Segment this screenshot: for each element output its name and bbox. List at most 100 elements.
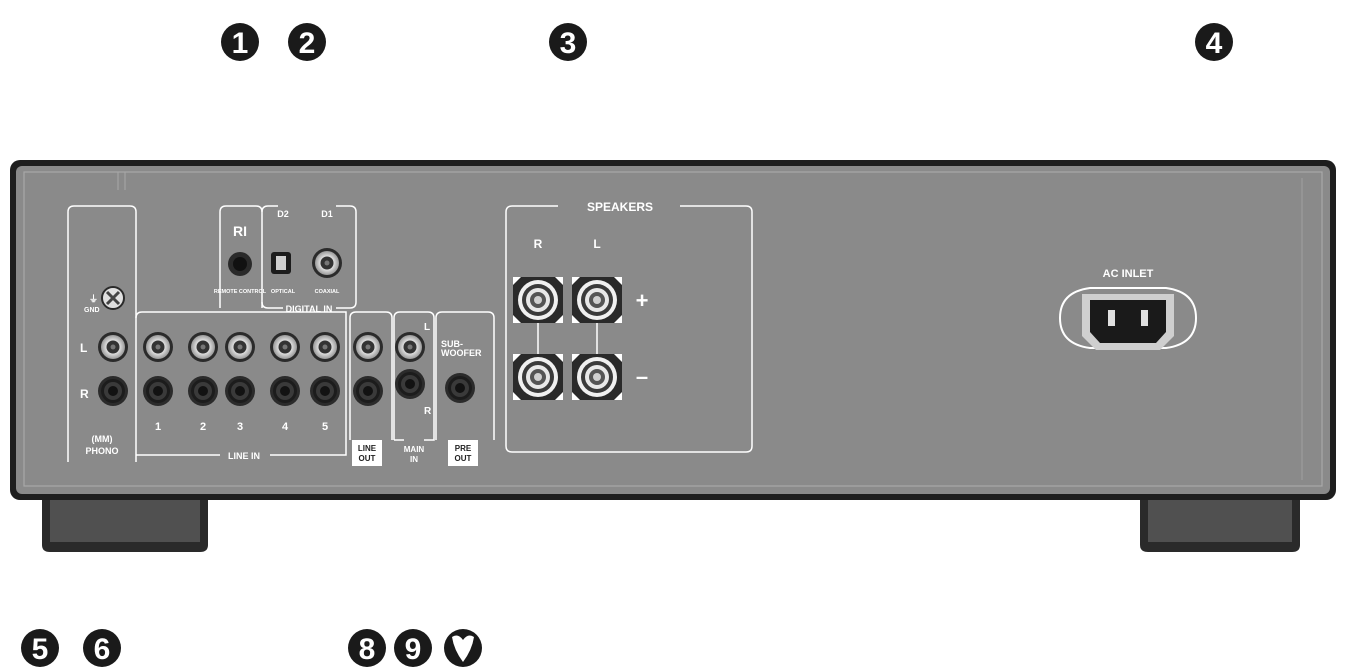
ac-inlet-socket[interactable] <box>1090 300 1166 343</box>
subwoofer-jack[interactable] <box>445 373 475 403</box>
callouts: 1 2 3 4 5 6 8 9 <box>21 23 1233 667</box>
line-in-4-label: 4 <box>282 421 289 433</box>
digital-in-frame <box>261 205 357 309</box>
line-in-2-l-jack[interactable] <box>188 332 218 362</box>
coaxial-label: COAXIAL <box>315 289 340 295</box>
ri-label: RI <box>233 223 247 239</box>
speakers-section: SPEAKERS R L + – <box>505 200 753 453</box>
line-out-frame <box>349 311 393 440</box>
line-in-5-label: 5 <box>322 421 328 433</box>
coaxial-jack[interactable] <box>312 248 342 278</box>
subwoofer-label-2: WOOFER <box>441 348 482 358</box>
main-in-section: L R MAIN IN <box>393 311 435 464</box>
speaker-r-plus-terminal[interactable] <box>513 277 563 323</box>
ac-inlet-pin-left <box>1108 310 1115 326</box>
line-in-4-r-jack[interactable] <box>270 376 300 406</box>
pre-out-label-2: OUT <box>455 454 472 463</box>
panel-inner-line <box>23 171 1323 487</box>
line-out-section: LINE OUT <box>349 311 393 466</box>
phono-r-label: R <box>80 387 89 401</box>
callout-4-number: 4 <box>1206 27 1223 60</box>
callout-1: 1 <box>221 23 259 61</box>
line-in-section: LINE IN 1 2 3 4 5 <box>135 311 347 461</box>
callout-9-number: 9 <box>405 633 422 666</box>
optical-label: OPTICAL <box>271 289 296 295</box>
callout-10 <box>444 629 482 667</box>
line-out-label-2: OUT <box>359 454 376 463</box>
d1-label: D1 <box>321 209 333 219</box>
callout-6-number: 6 <box>94 633 111 666</box>
callout-2-number: 2 <box>299 27 316 60</box>
callout-5-number: 5 <box>32 633 49 666</box>
remote-control-label: REMOTE CONTROL <box>214 289 267 295</box>
line-in-5-l-jack[interactable] <box>310 332 340 362</box>
line-in-1-r-jack[interactable] <box>143 376 173 406</box>
left-foot-face <box>50 498 200 542</box>
phono-r-jack[interactable] <box>98 376 128 406</box>
phono-section: ⏚ GND L R (MM) PHONO <box>67 205 137 462</box>
callout-10-partial-glyph <box>452 635 474 662</box>
line-out-l-jack[interactable] <box>353 332 383 362</box>
ri-jack-hole <box>233 257 247 271</box>
main-in-l-label: L <box>424 322 430 333</box>
line-in-3-r-jack[interactable] <box>225 376 255 406</box>
phono-l-label: L <box>80 341 87 355</box>
callout-5: 5 <box>21 629 59 667</box>
speaker-l-plus-terminal[interactable] <box>572 277 622 323</box>
line-in-2-label: 2 <box>200 421 206 433</box>
pre-out-label-1: PRE <box>455 444 472 453</box>
line-in-label: LINE IN <box>228 451 260 461</box>
phono-label: PHONO <box>85 446 118 456</box>
callout-9: 9 <box>394 629 432 667</box>
main-in-frame <box>393 311 435 441</box>
main-in-r-label: R <box>424 406 432 417</box>
line-in-frame <box>135 311 347 456</box>
digital-in-section: D2 D1 OPTICAL COAXIAL DIGITAL IN <box>261 205 357 314</box>
speakers-frame <box>505 205 753 453</box>
callout-3-number: 3 <box>560 27 577 60</box>
line-in-3-l-jack[interactable] <box>225 332 255 362</box>
speaker-r-label: R <box>534 237 543 251</box>
main-in-l-jack[interactable] <box>395 332 425 362</box>
callout-8-number: 8 <box>359 633 376 666</box>
ac-inlet-section: AC INLET <box>1058 268 1198 350</box>
plus-sign: + <box>636 288 649 313</box>
optical-jack-window <box>276 256 286 270</box>
callout-6: 6 <box>83 629 121 667</box>
callout-2: 2 <box>288 23 326 61</box>
line-in-4-l-jack[interactable] <box>270 332 300 362</box>
phono-frame <box>67 205 137 462</box>
callout-4: 4 <box>1195 23 1233 61</box>
line-out-label-1: LINE <box>358 444 377 453</box>
speakers-label: SPEAKERS <box>587 200 653 214</box>
phono-l-jack[interactable] <box>98 332 128 362</box>
d2-label: D2 <box>277 209 289 219</box>
speaker-r-minus-terminal[interactable] <box>513 354 563 400</box>
ac-inlet-label: AC INLET <box>1103 268 1154 280</box>
feet <box>42 498 1300 552</box>
phono-mm-label: (MM) <box>92 434 113 444</box>
callout-1-number: 1 <box>232 27 249 60</box>
right-foot-face <box>1148 498 1292 542</box>
subwoofer-label-1: SUB- <box>441 339 463 349</box>
line-out-r-jack[interactable] <box>353 376 383 406</box>
main-in-label-2: IN <box>410 455 418 464</box>
line-in-5-r-jack[interactable] <box>310 376 340 406</box>
line-in-1-l-jack[interactable] <box>143 332 173 362</box>
callout-3: 3 <box>549 23 587 61</box>
minus-sign: – <box>636 364 648 389</box>
digital-in-label: DIGITAL IN <box>286 304 333 314</box>
main-in-r-jack[interactable] <box>395 369 425 399</box>
ac-inlet-pin-right <box>1141 310 1148 326</box>
pre-out-section: SUB- WOOFER PRE OUT <box>435 311 495 466</box>
gnd-screw-icon <box>105 290 121 306</box>
panel-notch <box>117 172 126 190</box>
line-in-3-label: 3 <box>237 421 243 433</box>
pre-out-frame <box>435 311 495 440</box>
speaker-l-minus-terminal[interactable] <box>572 354 622 400</box>
pre-out-badge <box>448 440 478 466</box>
line-in-2-r-jack[interactable] <box>188 376 218 406</box>
remote-control-section: RI REMOTE CONTROL <box>214 205 267 308</box>
gnd-symbol-label: ⏚ <box>89 294 98 304</box>
